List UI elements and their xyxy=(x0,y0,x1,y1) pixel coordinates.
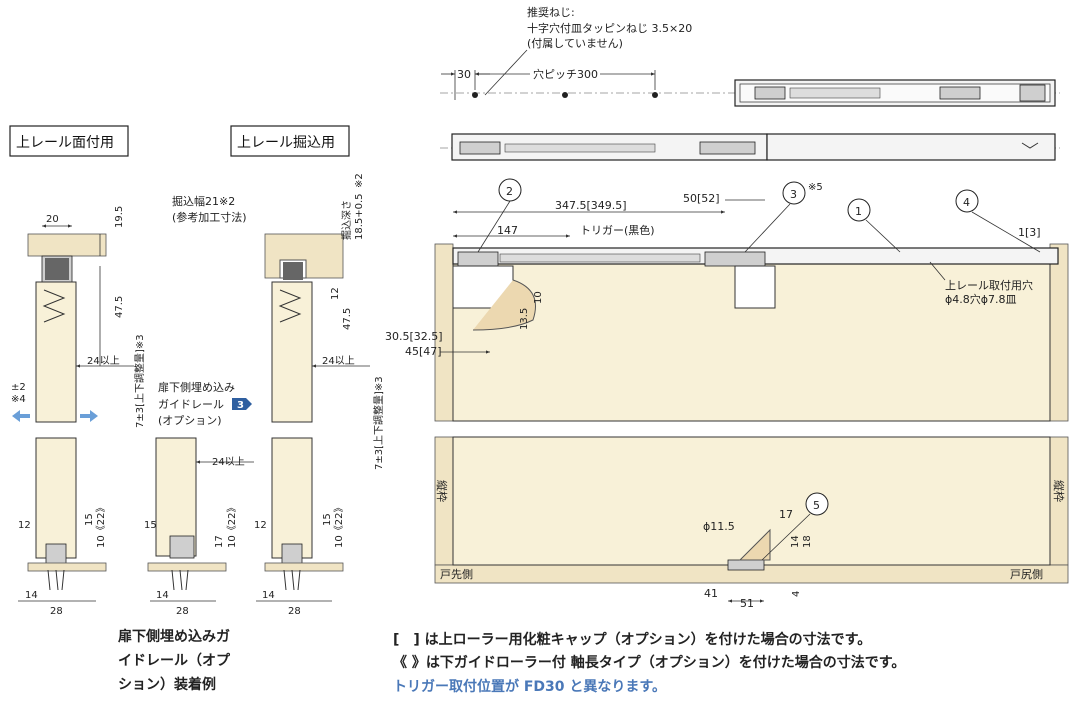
hole-label2: ϕ4.8穴ϕ7.8皿 xyxy=(945,292,1017,306)
callout-1-text: 1 xyxy=(855,205,862,218)
dim-14-front: 14 xyxy=(790,535,801,548)
dim-51: 51 xyxy=(740,597,754,610)
front-side-label: 戸先側 xyxy=(440,568,473,581)
recess-depth-note: ※2 xyxy=(354,173,365,188)
dim-12: 12 xyxy=(18,520,31,531)
title-surface-text: 上レール面付用 xyxy=(16,135,114,151)
dim-41: 41 xyxy=(704,587,718,600)
dim-45: 45[47] xyxy=(405,345,442,358)
dim-pitch: 穴ピッチ300 xyxy=(533,67,598,81)
title-recessed: 上レール掘込用 xyxy=(230,125,350,157)
note-1: [ ] は上ローラー用化粧キャップ（オプション）を付けた場合の寸法です。 xyxy=(393,631,871,648)
frame-right: 縦枠 xyxy=(1052,480,1066,502)
recess-dim-12b: 12 xyxy=(254,520,267,531)
guide-dim-10-22: 10《22》 xyxy=(226,503,238,548)
callout-4-text: 4 xyxy=(963,196,970,209)
dim-10-22: 10《22》 xyxy=(95,503,107,548)
notes: [ ] は上ローラー用化粧キャップ（オプション）を付けた場合の寸法です。 《 》… xyxy=(393,631,905,695)
callout-4 xyxy=(955,189,979,213)
dim-347-5: 347.5[349.5] xyxy=(555,199,627,212)
screw-note-line1: 推奨ねじ: xyxy=(527,5,575,19)
guide-dim-15: 15 xyxy=(144,520,157,531)
callout-2-text: 2 xyxy=(506,185,513,198)
recess-dim-14: 14 xyxy=(262,590,275,601)
right-arrow-icon xyxy=(80,410,98,422)
front-view: 2 3 ※5 1 4 5 347.5[349.5] 50[52] 147 トリガ… xyxy=(385,178,1069,610)
dim-19-5: 19.5 xyxy=(114,206,125,228)
guide-num-badge xyxy=(232,398,252,410)
dim-10: 10 xyxy=(533,291,544,304)
frame-left: 縦枠 xyxy=(435,480,449,502)
note-5: ※5 xyxy=(808,182,823,193)
guide-num: 3 xyxy=(237,400,244,411)
recess-depth-label: 掘込深さ xyxy=(340,200,353,240)
dim-28: 28 xyxy=(50,606,63,617)
title-recessed-text: 上レール掘込用 xyxy=(237,135,335,151)
guide-label1: 扉下側埋め込み xyxy=(158,381,235,394)
surface-section: 20 19.5 47.5 7±3[上下調整量]※3 24以上 ±2 ※4 12 … xyxy=(11,206,146,617)
screw-note: 推奨ねじ: 十字穴付皿タッピンねじ 3.5×20 (付属していません) xyxy=(484,5,692,96)
guide-caption3: ション）装着例 xyxy=(118,676,216,693)
guide-caption1: 扉下側埋め込みガ xyxy=(118,628,230,645)
screw-note-line3: (付属していません) xyxy=(527,37,623,50)
screw-note-line2: 十字穴付皿タッピンねじ 3.5×20 xyxy=(527,21,692,35)
dim-4: 4 xyxy=(791,591,802,597)
guide-dim-17: 17 xyxy=(214,535,225,548)
dim-w20: 20 xyxy=(46,214,59,225)
dim-30: 30 xyxy=(457,68,471,81)
dim-14: 14 xyxy=(25,590,38,601)
dim-30-5: 30.5[32.5] xyxy=(385,330,443,343)
guide-label2: ガイドレール xyxy=(158,398,224,411)
recess-width: 掘込幅21※2 xyxy=(172,194,235,208)
dim-24: 24以上 xyxy=(87,355,120,367)
dim-15: 15 xyxy=(84,513,95,526)
recess-dim-47-5: 47.5 xyxy=(342,308,353,330)
recess-adjust: 7±3[上下調整量]※3 xyxy=(372,376,385,470)
recess-ref: (参考加工寸法) xyxy=(172,210,247,224)
recess-dim-10-22: 10《22》 xyxy=(333,503,345,548)
recessed-section: 掘込幅21※2 (参考加工寸法) 掘込深さ 18.5+0.5 ※2 12 47.… xyxy=(172,173,385,617)
callout-5 xyxy=(805,492,829,516)
left-arrow-icon xyxy=(12,410,30,422)
rear-side-label: 戸尻側 xyxy=(1010,568,1043,581)
hole-label1: 上レール取付用穴 xyxy=(945,278,1033,292)
recess-dim-24: 24以上 xyxy=(322,355,355,367)
dim-pm2: ±2 xyxy=(11,382,26,393)
top-rail-plan: 30 穴ピッチ300 xyxy=(440,67,1060,107)
callout-5-text: 5 xyxy=(813,499,820,512)
title-surface: 上レール面付用 xyxy=(9,125,129,157)
callout-3 xyxy=(782,181,806,205)
callout-1 xyxy=(847,198,871,222)
trigger-label: トリガー(黒色) xyxy=(580,223,655,237)
guide-rail-section: 扉下側埋め込み ガイドレール 3 (オプション) 24以上 15 17 10《2… xyxy=(118,381,254,693)
dim-50-52: 50[52] xyxy=(683,192,720,205)
dim-11-5: ϕ11.5 xyxy=(703,520,735,533)
dim-47-5: 47.5 xyxy=(114,296,125,318)
recess-dim-28: 28 xyxy=(288,606,301,617)
dim-17: 17 xyxy=(779,508,793,521)
guide-dim-24: 24以上 xyxy=(212,456,245,468)
note-4: ※4 xyxy=(11,394,26,405)
note-2: 《 》は下ガイドローラー付 軸長タイプ（オプション）を付けた場合の寸法です。 xyxy=(393,654,905,671)
callout-3-text: 3 xyxy=(790,188,797,201)
recess-dim-15: 15 xyxy=(322,513,333,526)
guide-caption2: イドレール（オプ xyxy=(118,653,231,669)
recess-depth-val: 18.5+0.5 xyxy=(354,193,365,240)
guide-label3: (オプション) xyxy=(158,414,222,427)
guide-dim-14: 14 xyxy=(156,590,169,601)
guide-dim-28: 28 xyxy=(176,606,189,617)
recess-dim-12: 12 xyxy=(330,287,341,300)
dim-147: 147 xyxy=(497,224,518,237)
dim-13-5: 13.5 xyxy=(519,308,530,330)
dim-1-3: 1[3] xyxy=(1018,226,1041,239)
top-rail-side xyxy=(440,133,1060,161)
note-3: トリガー取付位置が FD30 と異なります。 xyxy=(393,678,666,695)
dim-18: 18 xyxy=(802,535,813,548)
dim-adjust: 7±3[上下調整量]※3 xyxy=(133,334,146,428)
